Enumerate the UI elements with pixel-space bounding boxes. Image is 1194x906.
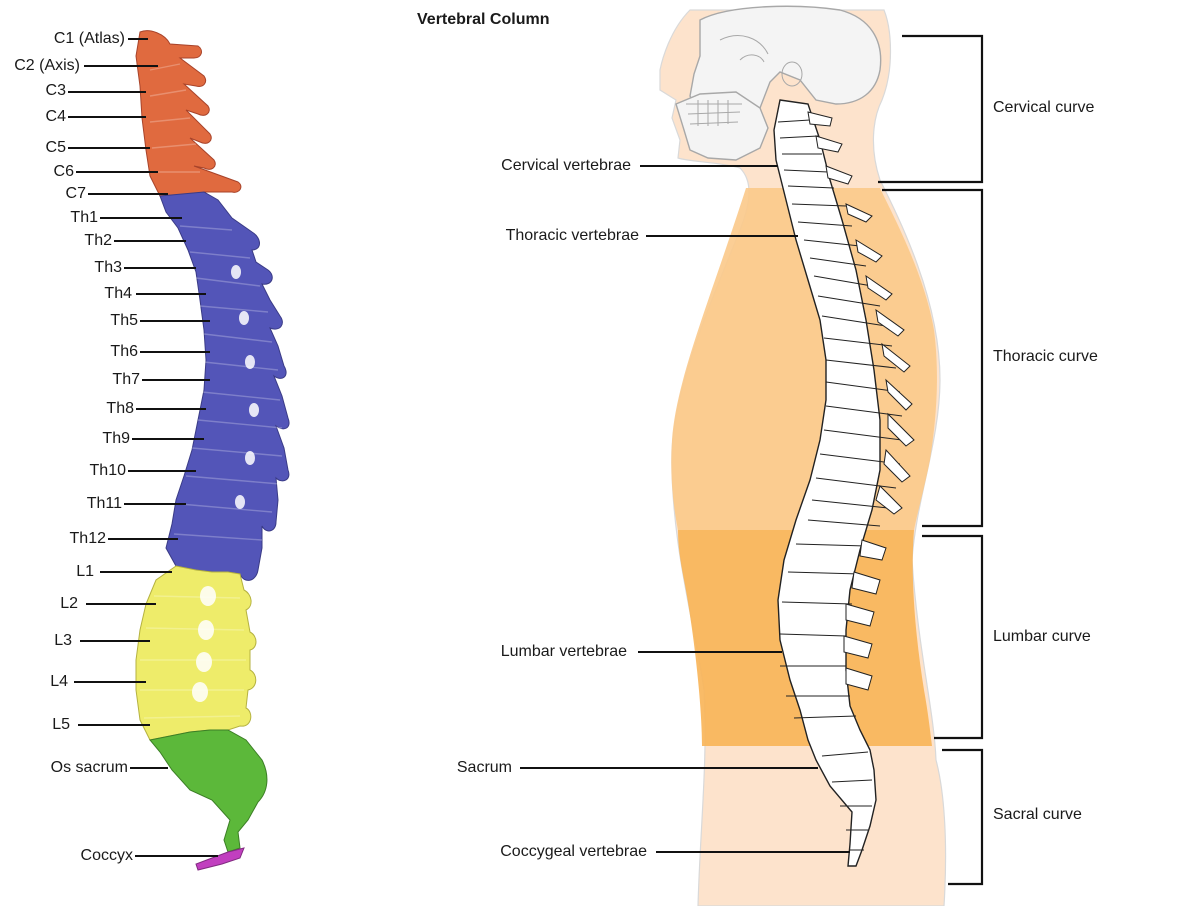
label-th9: Th9 bbox=[102, 430, 130, 447]
label-th1: Th1 bbox=[70, 209, 98, 226]
label-thoracic-vertebrae: Thoracic vertebrae bbox=[505, 227, 639, 244]
sacrum-segment bbox=[149, 729, 268, 853]
jaw bbox=[675, 91, 769, 161]
curve-brackets bbox=[878, 34, 984, 886]
label-coccyx: Coccyx bbox=[80, 847, 133, 864]
left-spine-illustration bbox=[135, 30, 290, 871]
label-l4: L4 bbox=[50, 673, 68, 690]
figure-title: Vertebral Column bbox=[417, 11, 550, 28]
bracket-lumbar-curve bbox=[922, 534, 984, 740]
right-leader-lines bbox=[520, 165, 850, 853]
label-c4: C4 bbox=[45, 108, 66, 125]
label-c2: C2 (Axis) bbox=[14, 57, 80, 74]
label-th7: Th7 bbox=[112, 371, 140, 388]
label-l5: L5 bbox=[52, 716, 70, 733]
label-cervical-curve: Cervical curve bbox=[993, 99, 1095, 116]
label-th12: Th12 bbox=[69, 530, 106, 547]
thoracic-segment bbox=[159, 191, 290, 581]
cervical-segment bbox=[135, 30, 242, 201]
label-c5: C5 bbox=[45, 139, 66, 156]
label-th3: Th3 bbox=[94, 259, 122, 276]
label-c1: C1 (Atlas) bbox=[53, 30, 125, 47]
label-th2: Th2 bbox=[84, 232, 112, 249]
label-l1: L1 bbox=[76, 563, 94, 580]
label-th8: Th8 bbox=[106, 400, 134, 417]
left-leader-lines bbox=[68, 38, 218, 857]
label-l2: L2 bbox=[60, 595, 78, 612]
label-th11: Th11 bbox=[86, 495, 122, 512]
label-th5: Th5 bbox=[110, 312, 138, 329]
bracket-sacral-curve bbox=[942, 748, 984, 886]
label-c3: C3 bbox=[45, 82, 66, 99]
label-lumbar-vertebrae: Lumbar vertebrae bbox=[500, 643, 627, 660]
label-sacral-curve: Sacral curve bbox=[993, 806, 1082, 823]
coccyx-segment bbox=[195, 847, 245, 871]
label-lumbar-curve: Lumbar curve bbox=[993, 628, 1091, 645]
label-th6: Th6 bbox=[110, 343, 138, 360]
bracket-cervical-curve bbox=[878, 34, 984, 184]
right-spine-column bbox=[773, 99, 881, 867]
lumbar-segment bbox=[135, 565, 257, 741]
label-c7: C7 bbox=[65, 185, 86, 202]
label-coccygeal-vertebrae: Coccygeal vertebrae bbox=[500, 843, 647, 860]
label-c6: C6 bbox=[53, 163, 74, 180]
label-l3: L3 bbox=[54, 632, 72, 649]
label-thoracic-curve: Thoracic curve bbox=[993, 348, 1098, 365]
label-th4: Th4 bbox=[104, 285, 132, 302]
label-os-sacrum: Os sacrum bbox=[50, 759, 128, 776]
bracket-thoracic-curve bbox=[882, 188, 984, 528]
label-cervical-vertebrae: Cervical vertebrae bbox=[501, 157, 631, 174]
label-th10: Th10 bbox=[89, 462, 126, 479]
right-body-illustration bbox=[659, 5, 947, 906]
label-sacrum: Sacrum bbox=[456, 759, 512, 776]
